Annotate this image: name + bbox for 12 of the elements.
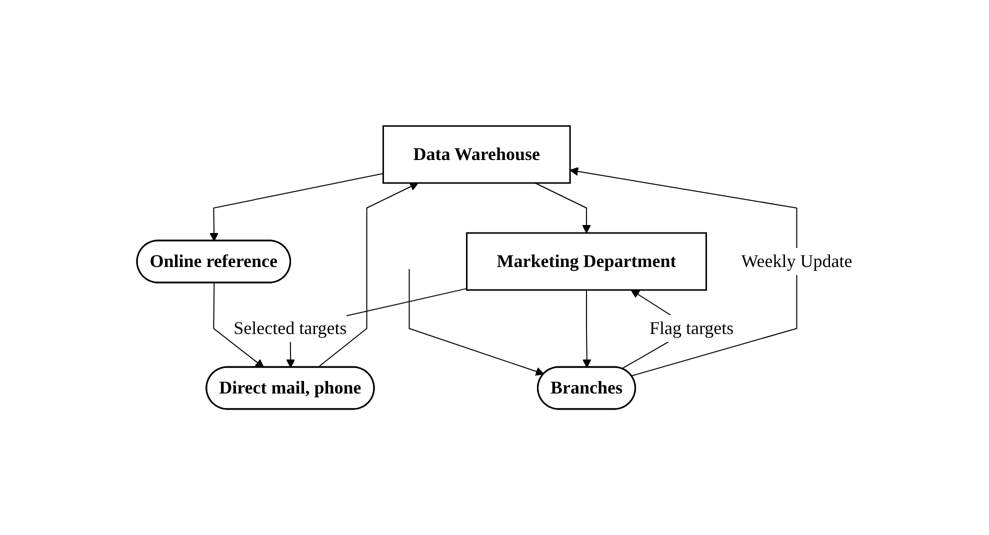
arrow bbox=[210, 173, 384, 242]
arrow bbox=[317, 182, 418, 368]
node-box: Data Warehouse bbox=[382, 125, 571, 184]
arrow bbox=[582, 290, 592, 368]
arrow bbox=[570, 167, 798, 376]
arrow bbox=[534, 182, 591, 234]
arrow bbox=[408, 268, 544, 376]
edge-label: Flag targets bbox=[649, 318, 734, 338]
node-box: Marketing Department bbox=[466, 232, 707, 291]
arrow bbox=[213, 282, 264, 368]
edge-label: Selected targets bbox=[234, 318, 347, 338]
edge-label: Weekly Update bbox=[741, 250, 852, 271]
